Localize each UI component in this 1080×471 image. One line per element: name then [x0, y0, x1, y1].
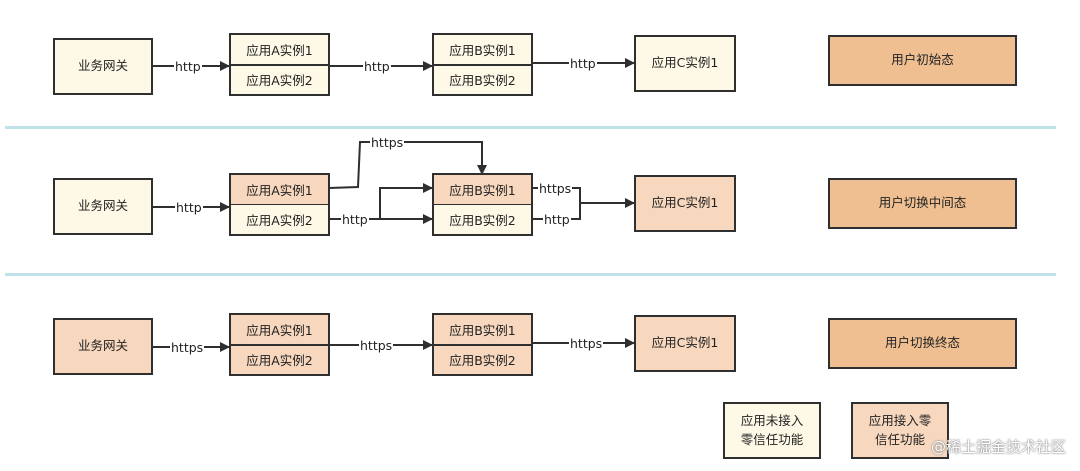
edge-label: http — [569, 56, 597, 71]
state-label: 用户初始态 — [828, 35, 1017, 86]
state-label: 用户切换终态 — [828, 318, 1017, 369]
edge-label: https — [370, 135, 405, 150]
legend-text: 应用接入零 — [868, 413, 932, 429]
app-a-instance-2: 应用A实例2 — [246, 353, 313, 368]
app-b-instance-2: 应用B实例2 — [449, 353, 516, 368]
app-a-instance-1: 应用A实例1 — [231, 315, 328, 346]
app-b-group: 应用B实例1 应用B实例2 — [432, 173, 533, 236]
app-b-instance-2: 应用B实例2 — [449, 73, 516, 88]
legend-text: 信任功能 — [874, 431, 925, 447]
edge-r2-a1-to-b1 — [328, 141, 487, 189]
app-a-group: 应用A实例1 应用A实例2 — [229, 173, 330, 236]
app-c-instance-1: 应用C实例1 — [634, 35, 736, 92]
gateway-node: 业务网关 — [53, 38, 153, 95]
app-c-instance-1: 应用C实例1 — [634, 175, 736, 232]
watermark: @稀土掘金技术社区 — [930, 438, 1066, 456]
app-a-instance-1: 应用A实例1 — [231, 35, 328, 66]
gateway-node: 业务网关 — [53, 318, 153, 375]
gateway-node: 业务网关 — [53, 178, 153, 235]
state-label: 用户切换中间态 — [828, 178, 1017, 229]
app-b-instance-1: 应用B实例1 — [434, 35, 531, 66]
app-c-instance-1: 应用C实例1 — [634, 315, 736, 372]
legend-onboarded: 应用接入零 信任功能 — [851, 402, 949, 459]
app-b-instance-1: 应用B实例1 — [434, 315, 531, 346]
app-a-group: 应用A实例1 应用A实例2 — [229, 313, 330, 376]
app-a-instance-2: 应用A实例2 — [246, 73, 313, 88]
edge-label: https — [170, 340, 205, 355]
edge-label: https — [359, 338, 394, 353]
app-b-group: 应用B实例1 应用B实例2 — [432, 313, 533, 376]
edge-label: http — [341, 212, 369, 227]
app-b-instance-1: 应用B实例1 — [434, 175, 531, 206]
app-a-instance-2: 应用A实例2 — [231, 205, 328, 234]
edge-label: http — [543, 212, 571, 227]
edge-label: http — [175, 200, 203, 215]
row-separator — [5, 126, 1056, 129]
row-separator — [5, 273, 1056, 276]
edge-label: https — [569, 336, 604, 351]
app-a-group: 应用A实例1 应用A实例2 — [229, 33, 330, 96]
app-b-instance-2: 应用B实例2 — [434, 205, 531, 234]
legend-text: 应用未接入 — [740, 413, 804, 429]
app-a-instance-1: 应用A实例1 — [231, 175, 328, 206]
edge-label: https — [538, 181, 573, 196]
app-b-group: 应用B实例1 应用B实例2 — [432, 33, 533, 96]
edge-label: http — [363, 59, 391, 74]
edge-label: http — [174, 59, 202, 74]
legend-not-onboarded: 应用未接入 零信任功能 — [723, 402, 821, 459]
legend-text: 零信任功能 — [740, 431, 804, 447]
